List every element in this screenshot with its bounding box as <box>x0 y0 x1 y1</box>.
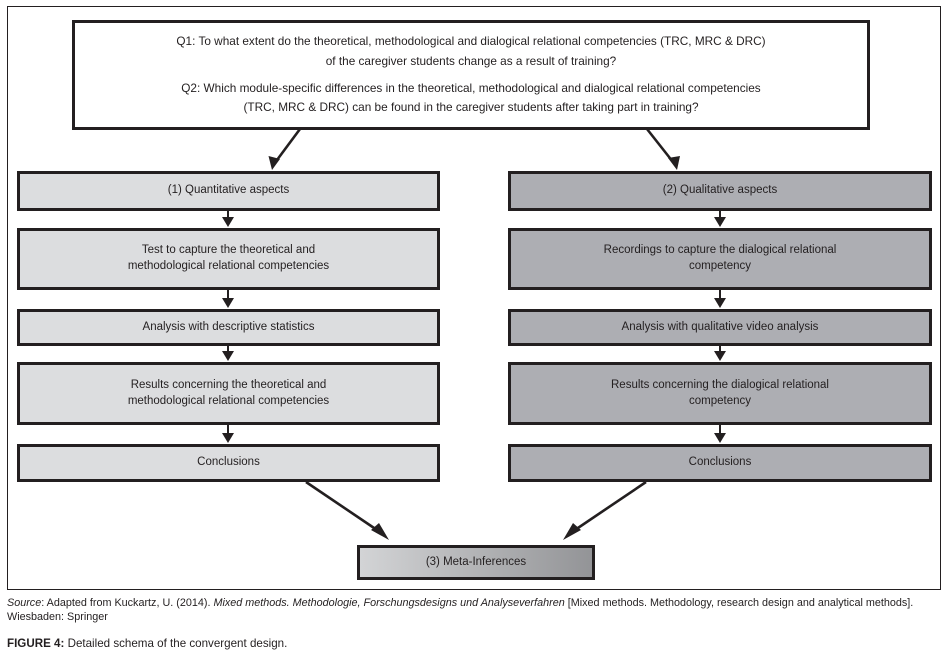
source-text-a: : Adapted from Kuckartz, U. (2014). <box>41 597 214 609</box>
figure-title: Detailed schema of the convergent design… <box>64 636 288 650</box>
quantitative-step-1-label: Test to capture the theoretical and meth… <box>127 244 330 272</box>
q2-line-1: Q2: Which module-specific differences in… <box>181 80 761 95</box>
qualitative-step-3-label: Results concerning the dialogical relati… <box>611 378 829 407</box>
qualitative-conclusions-box: Conclusions <box>508 444 932 482</box>
figure-label: FIGURE 4: <box>7 636 65 650</box>
arrow-head-qual-4 <box>714 433 726 443</box>
qualitative-step-1-box: Recordings to capture the dialogical rel… <box>508 228 932 290</box>
qualitative-conclusions-label: Conclusions <box>688 456 752 469</box>
q1-line-2: of the caregiver students change as a re… <box>325 53 617 68</box>
quantitative-step-3-label: Results concerning the theoretical and m… <box>127 378 330 407</box>
qualitative-step-1-label: Recordings to capture the dialogical rel… <box>603 244 837 272</box>
arrow-line-quant-4 <box>227 425 229 436</box>
q2-line-2: (TRC, MRC & DRC) can be found in the car… <box>243 100 699 115</box>
source-italic-title: Mixed methods. Methodologie, Forschungsd… <box>213 597 565 609</box>
quantitative-conclusions-box: Conclusions <box>17 444 440 482</box>
arrow-head-qual-2 <box>714 298 726 308</box>
qualitative-step-2-label: Analysis with qualitative video analysis <box>621 320 819 333</box>
quantitative-step-3-box: Results concerning the theoretical and m… <box>17 362 440 425</box>
q1-line-1: Q1: To what extent do the theoretical, m… <box>176 34 766 49</box>
arrow-line-qual-2 <box>719 290 721 300</box>
quantitative-step-2-label: Analysis with descriptive statistics <box>142 320 315 333</box>
source-label: Source <box>7 597 42 609</box>
arrow-line-qual-4 <box>719 425 721 436</box>
arrow-questions-to-quantitative <box>268 128 302 170</box>
quantitative-step-1-box: Test to capture the theoretical and meth… <box>17 228 440 290</box>
quantitative-conclusions-label: Conclusions <box>197 456 260 469</box>
arrow-line-quant-3 <box>227 346 229 353</box>
arrow-qual-conclusions-to-meta <box>563 480 647 540</box>
research-questions-box: Q1: To what extent do the theoretical, m… <box>72 20 870 130</box>
arrow-head-qual-1 <box>714 217 726 227</box>
arrow-line-quant-1 <box>227 211 229 219</box>
arrow-questions-to-qualitative <box>645 128 680 170</box>
arrow-head-quant-1 <box>222 217 234 227</box>
arrow-head-quant-3 <box>222 351 234 361</box>
figure-number-line: FIGURE 4: Detailed schema of the converg… <box>7 636 943 651</box>
arrow-line-qual-3 <box>719 346 721 353</box>
arrow-head-quant-2 <box>222 298 234 308</box>
source-line: Source: Adapted from Kuckartz, U. (2014)… <box>7 596 943 610</box>
arrow-quant-conclusions-to-meta <box>305 480 389 540</box>
qualitative-step-2-box: Analysis with qualitative video analysis <box>508 309 932 346</box>
meta-inferences-box: (3) Meta-Inferences <box>357 545 595 580</box>
figure-caption-block: Source: Adapted from Kuckartz, U. (2014)… <box>7 596 943 651</box>
arrow-head-qual-3 <box>714 351 726 361</box>
source-text-b: [Mixed methods. Methodology, research de… <box>564 597 914 609</box>
quantitative-step-2-box: Analysis with descriptive statistics <box>17 309 440 346</box>
source-line-2: Wiesbaden: Springer <box>7 611 108 624</box>
arrow-line-qual-1 <box>719 211 721 219</box>
question-q2: Q2: Which module-specific differences in… <box>176 80 765 117</box>
qualitative-header-label: (2) Qualitative aspects <box>662 184 778 197</box>
quantitative-header-box: (1) Quantitative aspects <box>17 171 440 211</box>
qualitative-step-3-box: Results concerning the dialogical relati… <box>508 362 932 425</box>
meta-inferences-label: (3) Meta-Inferences <box>425 555 527 568</box>
qualitative-header-box: (2) Qualitative aspects <box>508 171 932 211</box>
question-q1: Q1: To what extent do the theoretical, m… <box>176 33 765 70</box>
arrow-line-quant-2 <box>227 290 229 300</box>
quantitative-header-label: (1) Quantitative aspects <box>167 184 290 197</box>
arrow-head-quant-4 <box>222 433 234 443</box>
